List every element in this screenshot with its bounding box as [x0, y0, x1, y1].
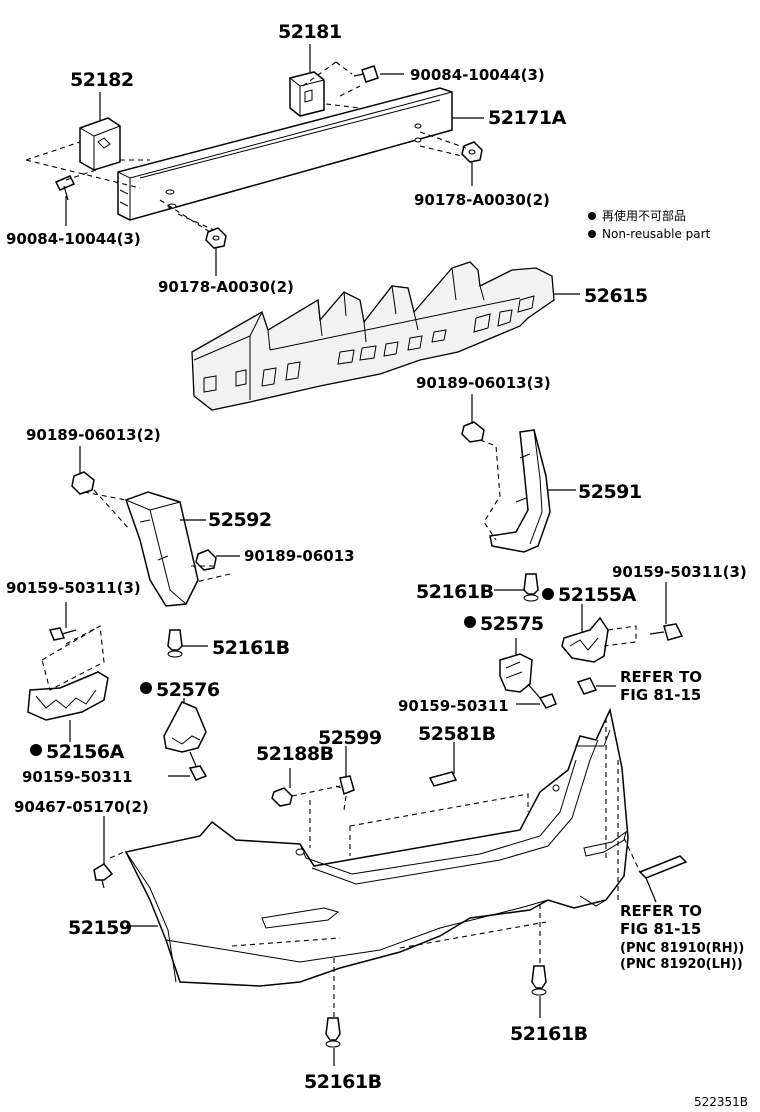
- clip-52161B-bottom-left[interactable]: [325, 1017, 341, 1048]
- label-90159-mid-right: 90159-50311: [398, 697, 509, 715]
- bracket-52591[interactable]: [489, 429, 551, 553]
- label-90189-2: 90189-06013(2): [26, 426, 161, 444]
- label-90159-mid-left: 90159-50311: [22, 768, 133, 786]
- bolt-90159-mid-left[interactable]: [188, 751, 208, 781]
- refer-to-2-line2: FIG 81-15: [620, 920, 701, 938]
- clip-90189-center[interactable]: [195, 549, 217, 571]
- bolt-90159-right-3[interactable]: [649, 623, 684, 641]
- nut-90178-right[interactable]: [461, 141, 483, 163]
- label-90159-left-3: 90159-50311(3): [6, 579, 141, 597]
- refer-to-1-line1: REFER TO: [620, 668, 702, 686]
- refer-to-2-line1: REFER TO: [620, 902, 702, 920]
- label-52182: 52182: [70, 69, 134, 91]
- label-52575: 52575: [480, 613, 544, 635]
- pnc-lh: (PNC 81920(LH)): [620, 957, 743, 972]
- rear-bumper-cover-52159[interactable]: [124, 707, 629, 987]
- bracket-52182[interactable]: [79, 117, 121, 171]
- clip-52188B[interactable]: [271, 787, 293, 807]
- label-52576: 52576: [156, 679, 220, 701]
- label-52161B-bottom-left: 52161B: [304, 1071, 382, 1093]
- pnc-rh: (PNC 81910(RH)): [620, 941, 744, 956]
- bolt-90084-right[interactable]: [353, 65, 379, 83]
- retainer-52575[interactable]: [499, 653, 533, 693]
- bumper-reinforcement-bar[interactable]: [117, 87, 453, 221]
- bolt-90084-left[interactable]: [54, 175, 76, 201]
- nonreusable-dot-52576: [140, 682, 152, 694]
- label-90189-1: 90189-06013: [244, 547, 355, 565]
- emblem-52581B[interactable]: [428, 771, 458, 787]
- diagram-code: 522351B: [694, 1095, 748, 1109]
- label-52171A: 52171A: [488, 107, 567, 129]
- screw-refer-81-15[interactable]: [576, 677, 616, 695]
- label-52161B-mid-left: 52161B: [212, 637, 290, 659]
- nonreusable-dot-52156A: [30, 744, 42, 756]
- bolt-90159-mid-right[interactable]: [527, 683, 557, 709]
- label-52161B-mid-right: 52161B: [416, 581, 494, 603]
- nonreusable-dot-52155A: [542, 588, 554, 600]
- label-52155A: 52155A: [558, 584, 637, 606]
- label-52188B: 52188B: [256, 743, 334, 765]
- label-52581B: 52581B: [418, 723, 496, 745]
- label-52591: 52591: [578, 481, 642, 503]
- label-52599: 52599: [318, 727, 382, 749]
- retainer-52155A[interactable]: [561, 616, 609, 663]
- clip-52161B-left[interactable]: [167, 629, 183, 658]
- label-52615: 52615: [584, 285, 648, 307]
- label-52161B-bottom-right: 52161B: [510, 1023, 588, 1045]
- label-90084-left: 90084-10044(3): [6, 230, 141, 248]
- bracket-52181[interactable]: [289, 71, 325, 117]
- clip-52599[interactable]: [339, 775, 355, 796]
- label-52156A: 52156A: [46, 741, 125, 763]
- label-90178-right: 90178-A0030(2): [414, 191, 550, 209]
- nut-90178-left[interactable]: [205, 227, 227, 249]
- clip-52161B-bottom-right[interactable]: [531, 965, 547, 996]
- reflector-81910-81920[interactable]: [638, 855, 688, 879]
- energy-absorber-52615[interactable]: [191, 261, 555, 411]
- label-52592: 52592: [208, 509, 272, 531]
- legend-en: Non-reusable part: [602, 227, 711, 241]
- clip-90189-left[interactable]: [71, 471, 95, 495]
- clip-90467[interactable]: [93, 863, 114, 889]
- legend-bullet-jp: [588, 212, 596, 220]
- legend-bullet-en: [588, 230, 596, 238]
- retainer-52156A[interactable]: [27, 671, 109, 721]
- label-90084-right: 90084-10044(3): [410, 66, 545, 84]
- nonreusable-dot-52575: [464, 616, 476, 628]
- label-90178-left: 90178-A0030(2): [158, 278, 294, 296]
- label-52181: 52181: [278, 21, 342, 43]
- clip-52161B-right[interactable]: [523, 573, 539, 602]
- refer-to-1-line2: FIG 81-15: [620, 686, 701, 704]
- legend-jp: 再使用不可部品: [602, 208, 686, 223]
- label-52159: 52159: [68, 917, 132, 939]
- label-90467: 90467-05170(2): [14, 798, 149, 816]
- bolt-90159-left-3[interactable]: [48, 627, 77, 641]
- label-90189-3: 90189-06013(3): [416, 374, 551, 392]
- label-90159-right-3: 90159-50311(3): [612, 563, 747, 581]
- retainer-52576[interactable]: [163, 701, 207, 753]
- clip-90189-right[interactable]: [461, 421, 485, 443]
